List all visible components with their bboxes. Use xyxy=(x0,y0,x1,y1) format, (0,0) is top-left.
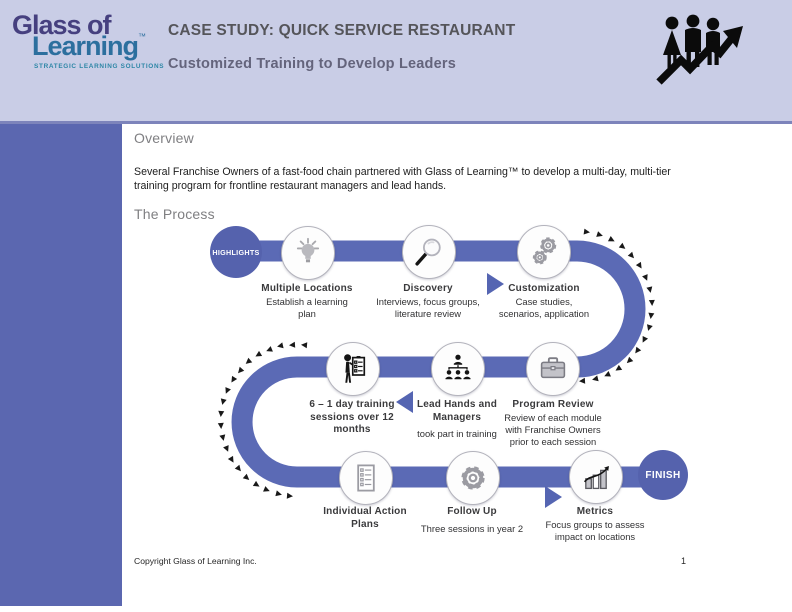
step-node-lead-hands xyxy=(431,342,485,396)
direction-tick xyxy=(648,312,655,319)
direction-tick xyxy=(218,410,225,418)
direction-tick xyxy=(300,341,307,349)
flow-arrow-left-middle xyxy=(396,391,413,413)
magnifier-icon xyxy=(415,238,441,266)
step-node-training-sessions xyxy=(326,342,380,396)
step-label-metrics: Metrics Focus groups to assess impact on… xyxy=(545,506,645,542)
left-accent-sidebar xyxy=(0,124,122,606)
flow-arrow-right-top xyxy=(487,273,504,295)
direction-tick xyxy=(646,286,654,294)
step-label-customization: Customization Case studies, scenarios, a… xyxy=(498,283,590,319)
document-title: CASE STUDY: QUICK SERVICE RESTAURANT xyxy=(168,22,516,39)
process-heading: The Process xyxy=(134,206,215,222)
document-subtitle: Customized Training to Develop Leaders xyxy=(168,56,456,72)
step-label-discovery: Discovery Interviews, focus groups, lite… xyxy=(376,283,480,319)
people-growth-icon xyxy=(656,14,743,85)
footer-page-number: 1 xyxy=(681,556,687,566)
direction-tick xyxy=(648,299,656,306)
direction-tick xyxy=(287,492,294,500)
gears-icon xyxy=(532,237,557,265)
logo-line2: Learning™ xyxy=(32,31,146,61)
step-label-lead-hands: Lead Hands and Managers took part in tra… xyxy=(416,399,498,439)
logo-line1: Glass of xyxy=(12,10,112,40)
flow-arrow-right-bottom xyxy=(545,486,562,508)
finish-badge: FINISH xyxy=(638,450,688,500)
header-band: Glass of Learning™ STRATEGIC LEARNING SO… xyxy=(0,0,792,124)
org-chart-icon xyxy=(445,354,471,380)
step-node-discovery xyxy=(402,225,456,279)
step-node-program-review xyxy=(526,342,580,396)
logo-tagline: STRATEGIC LEARNING SOLUTIONS xyxy=(34,63,165,70)
footer-copyright: Copyright Glass of Learning Inc. xyxy=(134,556,257,566)
trademark-symbol: ™ xyxy=(138,32,146,41)
direction-tick xyxy=(578,378,586,385)
overview-heading: Overview xyxy=(134,130,194,146)
start-badge: HIGHLIGHTS xyxy=(210,226,262,278)
step-node-multiple-locations xyxy=(281,226,335,280)
glass-of-learning-logo: Glass of Learning™ STRATEGIC LEARNING SO… xyxy=(12,10,172,71)
direction-tick xyxy=(217,422,225,429)
gear-icon xyxy=(461,466,485,490)
briefcase-icon xyxy=(540,357,566,379)
step-label-follow-up: Follow Up Three sessions in year 2 xyxy=(420,506,524,534)
step-label-multiple-locations: Multiple Locations Establish a learning … xyxy=(261,283,353,319)
step-label-action-plans: Individual Action Plans xyxy=(323,506,407,530)
step-node-metrics xyxy=(569,450,623,504)
person-clipboard-icon xyxy=(344,354,366,383)
step-node-action-plans xyxy=(339,451,393,505)
overview-paragraph: Several Franchise Owners of a fast-food … xyxy=(134,165,671,193)
direction-tick xyxy=(219,433,227,442)
step-node-follow-up xyxy=(446,451,500,505)
step-node-customization xyxy=(517,225,571,279)
direction-tick xyxy=(288,341,295,348)
step-label-training-sessions: 6 – 1 day training sessions over 12 mont… xyxy=(309,399,395,435)
checklist-icon xyxy=(357,464,375,492)
lightbulb-icon xyxy=(296,237,320,263)
step-label-program-review: Program Review Review of each module wit… xyxy=(504,399,602,447)
metrics-icon xyxy=(583,465,609,490)
